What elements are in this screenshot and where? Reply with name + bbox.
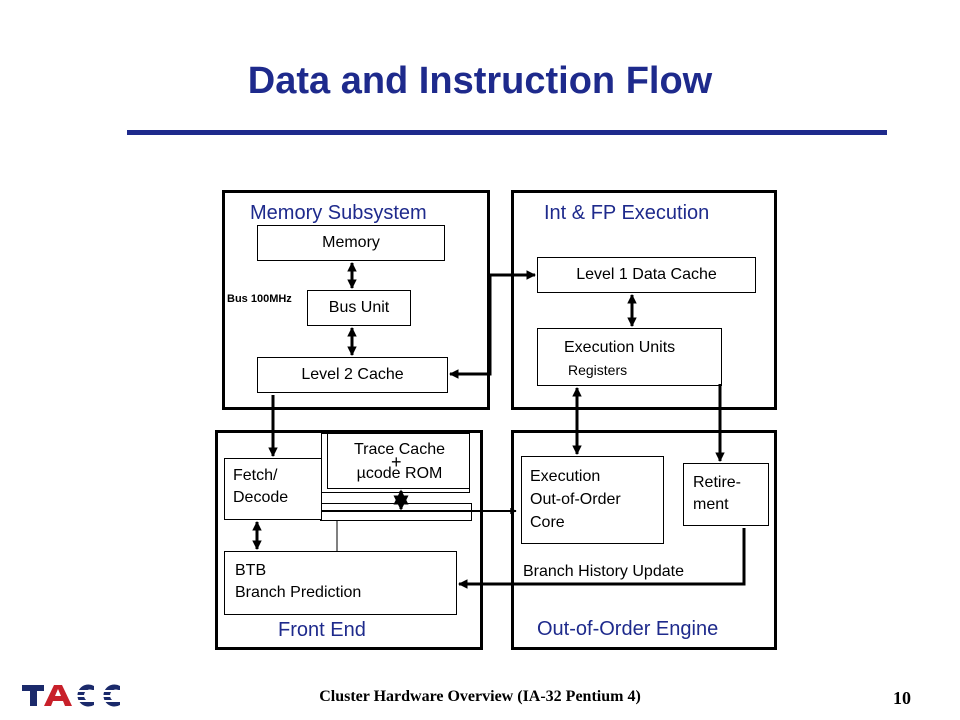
btb-box: BTB Branch Prediction [224,551,457,615]
bus-speed-label: Bus 100MHz [227,293,292,305]
l2-l1-arrow [449,270,536,379]
trace-plus-sign: + [391,452,402,472]
trace-cache-box: Trace Cache µcode ROM + [327,433,470,489]
slide-title: Data and Instruction Flow [247,60,713,102]
bus-unit-box: Bus Unit [307,290,411,326]
btb-label: BTB [235,562,267,579]
memory-box: Memory [257,225,445,261]
fetch-decode-box: Fetch/ Decode [224,458,322,520]
branch-prediction-label: Branch Prediction [235,584,362,601]
level-2-cache-box: Level 2 Cache [257,357,448,393]
title-rule [127,130,887,135]
level-1-data-cache-box: Level 1 Data Cache [537,257,756,293]
retirement-box: Retire- ment [683,463,769,526]
fetch-label: Fetch/ [233,467,278,484]
core-label-2: Out-of-Order [530,491,621,508]
ucode-rom-label: µcode ROM [356,465,443,482]
branch-history-label: Branch History Update [523,563,684,580]
core-label-1: Execution [530,468,601,485]
memory-subsystem-title: Memory Subsystem [250,202,427,224]
ooo-engine-title: Out-of-Order Engine [537,618,719,640]
footer-text: Cluster Hardware Overview (IA-32 Pentium… [319,688,641,705]
execution-units-box: Execution Units Registers [537,328,722,386]
front-end-title: Front End [278,619,366,641]
branch-history-arrow [458,528,746,589]
tacc-logo [22,684,122,707]
retire-label-2: ment [693,496,729,513]
ooo-core-box: Execution Out-of-Order Core [521,456,664,544]
core-label-3: Core [530,514,565,531]
execution-title: Int & FP Execution [544,202,710,224]
decode-label: Decode [233,489,289,506]
registers-label: Registers [568,362,628,378]
page-number: 10 [893,688,911,708]
trace-cache-label: Trace Cache [354,441,445,458]
retire-label-1: Retire- [693,474,742,491]
execution-units-label: Execution Units [564,339,676,356]
